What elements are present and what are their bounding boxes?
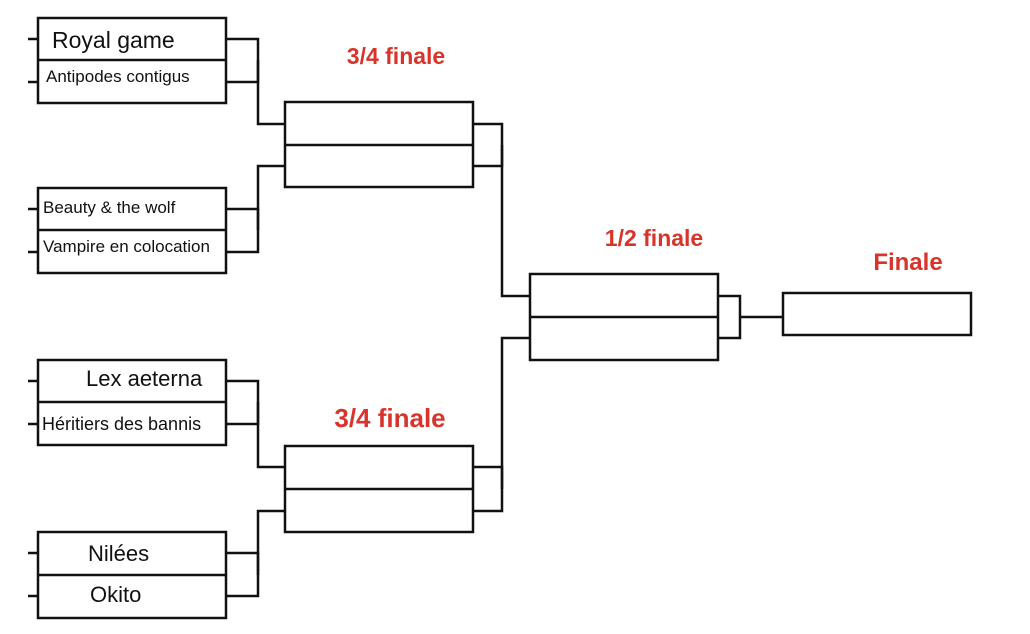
match-box-2 [36, 186, 228, 275]
entry-ticks [28, 37, 38, 598]
team-royal-game: Royal game [52, 27, 175, 53]
connector-qf-bottom [473, 465, 504, 513]
connector-qf-top-out [500, 145, 530, 298]
team-vampire-en-colocation: Vampire en colocation [43, 237, 210, 256]
semi-box [528, 272, 720, 362]
connector-3 [226, 379, 260, 426]
match-box-1 [36, 16, 228, 105]
connector-4 [226, 551, 260, 598]
quarter-box-top [283, 100, 475, 189]
connector-1-out [256, 60, 285, 126]
team-heritiers-des-bannis: Héritiers des bannis [42, 414, 201, 434]
round-label-final: Finale [873, 249, 942, 276]
round-label-semi: 1/2 finale [605, 225, 703, 251]
connector-2-out [256, 164, 285, 230]
connector-qf-top [473, 122, 504, 168]
connector-1 [226, 37, 260, 84]
connector-semi [718, 294, 742, 340]
match-box-4 [36, 530, 228, 620]
connector-3-out [256, 402, 285, 469]
round-label-quarter-top: 3/4 finale [347, 43, 445, 69]
connector-qf-bottom-out [500, 336, 530, 489]
team-okito: Okito [90, 582, 141, 607]
connector-4-out [256, 509, 285, 575]
round-label-quarter-bottom: 3/4 finale [334, 403, 445, 433]
connector-2 [226, 207, 260, 254]
match-box-3 [36, 358, 228, 447]
team-nilees: Nilées [88, 541, 149, 566]
team-beauty-the-wolf: Beauty & the wolf [43, 198, 176, 217]
team-antipodes-contigus: Antipodes contigus [46, 67, 190, 86]
team-lex-aeterna: Lex aeterna [86, 366, 203, 391]
final-box [781, 291, 973, 337]
quarter-box-bottom [283, 444, 475, 534]
